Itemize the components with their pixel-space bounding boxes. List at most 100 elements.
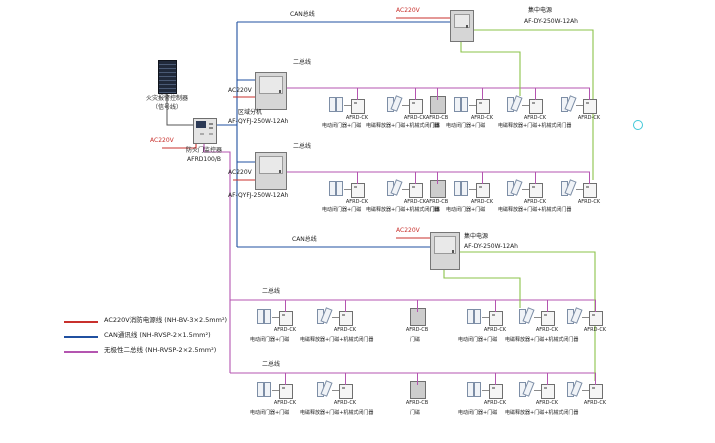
device-controller-label: AFRD-CK [577,199,601,205]
device-connector-line [582,317,589,318]
legend-item: CAN通讯线 (NH-RVSP-2×1.5mm²) [64,329,274,344]
device-connector-line [576,189,583,190]
bus-drop-line [415,88,416,100]
device-connector-line [272,317,279,318]
device-group-label: 电磁释放器+门磁+机械式闭门器 [300,410,374,416]
legend-can-line [64,336,98,338]
device-connector-line [534,317,541,318]
device-connector-line [522,189,529,190]
device-ctrl-box [279,384,293,399]
magnetic-release-icon [566,381,582,397]
watermark-dot [633,120,643,130]
magnetic-release-icon [316,308,332,324]
bus-drop-line [417,373,418,385]
bus-drop-line [595,373,596,385]
device-connector-line [534,390,541,391]
device-group-label: 电磁释放器+门磁+机械式闭门器 [498,123,572,129]
device-ctrl-box [529,183,543,198]
door-closer-icon [453,96,469,112]
device-group-label: 电磁释放器+门磁+机械式闭门器 [366,207,440,213]
zone-unit-1-icon [255,72,287,110]
power-lines [162,17,450,239]
device-controller-label: AFRD-CK [333,400,357,406]
bus-drop-line [589,88,590,100]
door-closer-icon [453,180,469,196]
legend-item: 无极性二总线 (NH-RVSP-2×2.5mm²) [64,344,274,359]
magnetic-release-icon [506,180,522,196]
device-connector-line [576,105,583,106]
device-controller-label: AFRD-CB [425,199,449,205]
device-controller-label: AFRD-CB [405,327,429,333]
power-mid-model-label: AF-DY-250W-12Ah [464,243,518,250]
bus-drop-line [547,373,548,385]
bus-drop-line [535,172,536,184]
device-group-label: 门磁 [430,207,441,213]
two-bus-label: 二总线 [262,288,281,295]
device-group-label: 门磁 [430,123,441,129]
bus-drop-line [415,172,416,184]
device-connector-line [272,390,279,391]
device-group-label: 电动闭门器+门磁 [446,123,486,129]
can-bus-lines [215,21,450,248]
magnetic-release-icon [386,96,402,112]
device-controller-label: AFRD-CK [470,199,494,205]
device-connector-line [469,105,476,106]
door-closer-icon [256,381,272,397]
device-ctrl-box [339,384,353,399]
can-bus-mid-label: CAN总线 [292,236,317,243]
bus-drop-line [357,172,358,184]
device-connector-line [402,189,409,190]
device-controller-label: AFRD-CK [583,400,607,406]
monitor-power-label: AC220V [150,137,174,144]
device-group-label: 电动闭门器+门磁 [250,337,290,343]
device-controller-label: AFRD-CK [273,400,297,406]
door-closer-icon [328,96,344,112]
device-group-label: 电动闭门器+门磁 [322,123,362,129]
device-group-label: 电磁释放器+门磁+机械式闭门器 [505,337,579,343]
legend-bus-line [64,351,98,353]
bus-drop-line [595,300,596,312]
zone1-name-label: 区域分机 [238,109,263,116]
device-ctrl-box [409,99,423,114]
legend-bus-label: 无极性二总线 (NH-RVSP-2×2.5mm²) [104,346,217,354]
zone2-bus-label: 二总线 [293,143,312,150]
monitor-model-label: AFRD100/B [187,156,221,163]
device-controller-label: AFRD-CK [345,199,369,205]
bus-drop-line [357,88,358,100]
device-connector-line [344,189,351,190]
device-controller-label: AFRD-CK [483,400,507,406]
power-top-name-label: 集中电源 [528,7,553,14]
device-connector-line [332,390,339,391]
magnetic-release-icon [560,96,576,112]
fire-door-monitor-icon [193,118,217,144]
device-controller-label: AFRD-CK [403,115,427,121]
device-group-label: 电磁释放器+门磁+机械式闭门器 [300,337,374,343]
bus-drop-line [345,373,346,385]
device-ctrl-box [489,384,503,399]
magnetic-release-icon [316,381,332,397]
device-connector-line [344,105,351,106]
door-magnet-icon [410,308,426,326]
central-power-top-icon [450,10,474,42]
bus-drop-line [285,300,286,312]
zone2-power-label: AC220V [228,169,252,176]
device-controller-label: AFRD-CK [483,327,507,333]
bus-drop-line [589,172,590,184]
device-controller-label: AFRD-CK [535,327,559,333]
fire-alarm-controller-label: 火灾报警控制器 [145,95,188,102]
device-controller-label: AFRD-CK [333,327,357,333]
device-ctrl-box [351,99,365,114]
power-top-model-label: AF-DY-250W-12Ah [524,18,578,25]
device-ctrl-box [589,311,603,326]
device-controller-label: AFRD-CK [345,115,369,121]
device-controller-label: AFRD-CK [403,199,427,205]
device-connector-line [582,390,589,391]
signal-line [166,92,193,126]
device-connector-line [482,317,489,318]
two-bus-label: 二总线 [262,361,281,368]
bus-drop-line [437,88,438,100]
device-ctrl-box [529,99,543,114]
device-connector-line [402,105,409,106]
